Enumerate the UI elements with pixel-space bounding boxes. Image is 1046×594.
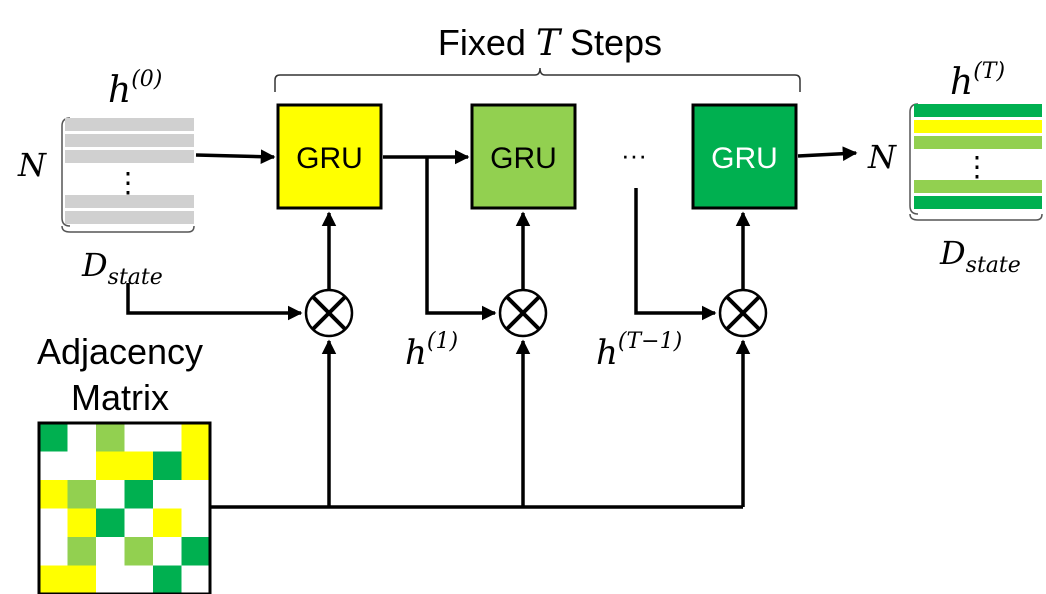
adjacency-cell: [39, 480, 68, 509]
input-cols-bracket: [61, 225, 195, 233]
adjacency-title-line1: Adjacency: [37, 331, 203, 372]
gru-box: [691, 103, 798, 210]
title-variable: T: [536, 23, 563, 64]
adjacency-cell: [181, 508, 210, 537]
adjacency-matrix-border: [37, 421, 212, 594]
gru-box: [470, 103, 577, 210]
adjacency-cell: [96, 537, 125, 566]
adjacency-cell: [67, 480, 96, 509]
adjacency-cell: [153, 565, 182, 594]
arrow-hT1-to-mult3: [634, 188, 717, 321]
gru-label: GRU: [711, 142, 778, 175]
adjacency-cell: [124, 423, 153, 452]
adjacency-cell: [124, 480, 153, 509]
adjacency-title-line2: Matrix: [71, 377, 169, 418]
adjacency-cell: [96, 565, 125, 594]
adjacency-cell: [153, 451, 182, 480]
adjacency-matrix: [39, 423, 210, 594]
arrow-input-to-mult1: [126, 283, 303, 321]
adjacency-cell: [153, 508, 182, 537]
adjacency-cell: [153, 423, 182, 452]
connectors: [126, 146, 858, 509]
arrow-input-to-gru1: [195, 149, 276, 165]
output-row: [914, 136, 1042, 149]
multiply-node-2: [498, 288, 548, 338]
step-ellipsis: ···: [621, 140, 647, 170]
input-cols-label: Dstate: [81, 246, 163, 290]
arrow-gru3-to-output: [797, 146, 858, 162]
output-rows-bracket: [909, 103, 919, 215]
input-row: [65, 150, 194, 163]
output-state-matrix: ⋮: [909, 103, 1043, 221]
output-row: [914, 104, 1042, 117]
gru-block-3: GRU: [691, 103, 798, 210]
adjacency-cell: [96, 480, 125, 509]
adjacency-cell: [181, 480, 210, 509]
adjacency-cell: [124, 451, 153, 480]
multiply-node-3: [718, 288, 768, 338]
adjacency-cell: [39, 451, 68, 480]
diagram-title: Fixed T Steps: [438, 22, 662, 64]
title-text-post: Steps: [570, 22, 662, 63]
output-cols-label: Dstate: [939, 234, 1021, 278]
adjacency-cell: [181, 451, 210, 480]
gru-label: GRU: [296, 142, 363, 175]
output-cols-bracket: [909, 213, 1043, 221]
multiply-node-1: [304, 288, 354, 338]
adjacency-cell: [96, 451, 125, 480]
gru-block-1: GRU: [276, 103, 383, 210]
adjacency-cell: [39, 565, 68, 594]
output-state-label: h(T): [950, 59, 1005, 103]
adjacency-cell: [67, 451, 96, 480]
adjacency-cell: [67, 565, 96, 594]
adjacency-cell: [153, 537, 182, 566]
output-row: [914, 180, 1042, 193]
adjacency-cell: [96, 508, 125, 537]
adjacency-cell: [39, 508, 68, 537]
input-state-matrix: ⋮: [61, 117, 195, 233]
adjacency-cell: [96, 423, 125, 452]
input-row: [65, 195, 194, 208]
output-row: [914, 196, 1042, 209]
gru-label: GRU: [490, 142, 557, 175]
input-ellipsis: ⋮: [114, 166, 142, 199]
adjacency-cell: [124, 565, 153, 594]
adjacency-cell: [39, 537, 68, 566]
arrow-h1-to-mult2: [425, 157, 497, 321]
output-row: [914, 120, 1042, 133]
output-rows-label: N: [867, 138, 897, 176]
adjacency-cell: [181, 565, 210, 594]
input-row: [65, 211, 194, 224]
adjacency-cell: [124, 537, 153, 566]
input-rows-label: N: [17, 146, 47, 184]
gru-box: [276, 103, 383, 210]
intermediate-state-h1: h(1): [405, 329, 458, 373]
adjacency-cell: [181, 423, 210, 452]
title-text-pre: Fixed: [438, 22, 526, 63]
input-state-label: h(0): [108, 67, 162, 111]
input-row: [65, 118, 194, 131]
output-ellipsis: ⋮: [963, 150, 991, 183]
input-row: [65, 134, 194, 147]
intermediate-state-hT-1: h(T−1): [596, 329, 682, 373]
gru-block-2: GRU: [470, 103, 577, 210]
adjacency-cell: [39, 423, 68, 452]
adjacency-cell: [181, 537, 210, 566]
adjacency-cell: [67, 423, 96, 452]
adjacency-cell: [124, 508, 153, 537]
adjacency-cell: [67, 537, 96, 566]
adjacency-cell: [153, 480, 182, 509]
adjacency-cell: [67, 508, 96, 537]
steps-brace: [274, 67, 801, 92]
